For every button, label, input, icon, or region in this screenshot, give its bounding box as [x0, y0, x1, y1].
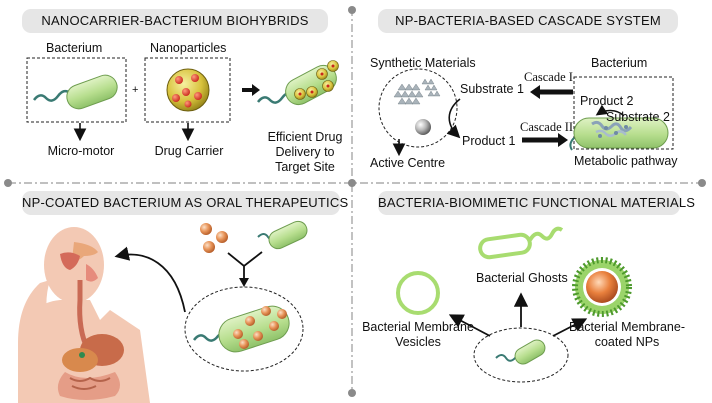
label-synthetic-materials: Synthetic Materials [370, 56, 476, 70]
biohybrid-section [26, 57, 339, 142]
label-target-site: Target Site [275, 160, 335, 174]
arrow-to-mouth [114, 246, 186, 313]
label-drug-carrier: Drug Carrier [154, 144, 224, 158]
human-body-icon [18, 227, 150, 403]
vesicle-icon [396, 271, 440, 315]
title-biohybrids: NANOCARRIER-BACTERIUM BIOHYBRIDS [22, 9, 328, 33]
free-bacterium-icon [257, 220, 308, 250]
bacterium-box [573, 76, 674, 150]
label-bacterial-ghosts: Bacterial Ghosts [476, 271, 568, 285]
nanoparticles-icon [200, 223, 228, 253]
synthetic-material-circle [378, 68, 458, 148]
label-coated-line1: Bacterial Membrane- [568, 320, 685, 334]
arrow-to-coated-nps [552, 318, 588, 337]
cycle-arrow [446, 98, 461, 139]
label-delivery-to: Delivery to [275, 145, 335, 159]
label-cascade-2: Cascade II [520, 120, 574, 134]
title-cascade: NP-BACTERIA-BASED CASCADE SYSTEM [378, 9, 678, 33]
membrane-coated-np-icon [572, 257, 632, 317]
source-bacterium-ellipse [473, 327, 569, 383]
bacterial-ghost-icon [478, 226, 564, 260]
cascade-section [378, 68, 674, 157]
label-cascade-1: Cascade I [524, 70, 573, 84]
label-substrate-2: Substrate 2 [606, 110, 670, 124]
label-substrate-1: Substrate 1 [460, 82, 524, 96]
coated-bacterium-ellipse [184, 286, 304, 372]
product-2-arrow [595, 104, 625, 117]
label-plus: + [132, 84, 139, 96]
title-oral-therapeutics: NP-COATED BACTERIUM AS ORAL THERAPEUTICS [22, 191, 348, 215]
biohybrid-icon [257, 60, 339, 106]
label-nanoparticles: Nanoparticles [150, 41, 227, 55]
label-micro-motor: Micro-motor [47, 144, 115, 158]
label-coated-line2: coated NPs [594, 335, 660, 349]
label-bacterium-cascade: Bacterium [591, 56, 648, 70]
label-vesicles-line2: Vesicles [395, 335, 441, 349]
panel-dividers [4, 6, 706, 397]
label-product-1: Product 1 [462, 134, 516, 148]
metabolic-bacterium-icon [569, 117, 669, 151]
label-active-centre: Active Centre [370, 156, 446, 170]
active-centre-sphere [415, 119, 431, 135]
nanoparticle-carrier-icon [166, 68, 210, 112]
bacterium-icon [33, 74, 118, 110]
label-efficient-drug: Efficient Drug [267, 130, 343, 144]
np-coated-bacterium-icon [193, 305, 290, 353]
biomimetic-section [396, 226, 632, 383]
title-biomimetic: BACTERIA-BIOMIMETIC FUNCTIONAL MATERIALS [378, 191, 695, 215]
merge-arrow [227, 251, 263, 280]
label-bacterium: Bacterium [46, 41, 103, 55]
arrow-to-vesicles [448, 314, 491, 337]
oral-therapeutics-section [18, 220, 308, 403]
label-metabolic-pathway: Metabolic pathway [574, 154, 678, 168]
catalyst-triangles [393, 78, 441, 105]
label-product-2: Product 2 [580, 94, 634, 108]
label-vesicles-line1: Bacterial Membrane [362, 320, 474, 334]
source-bacterium-icon [495, 339, 546, 365]
